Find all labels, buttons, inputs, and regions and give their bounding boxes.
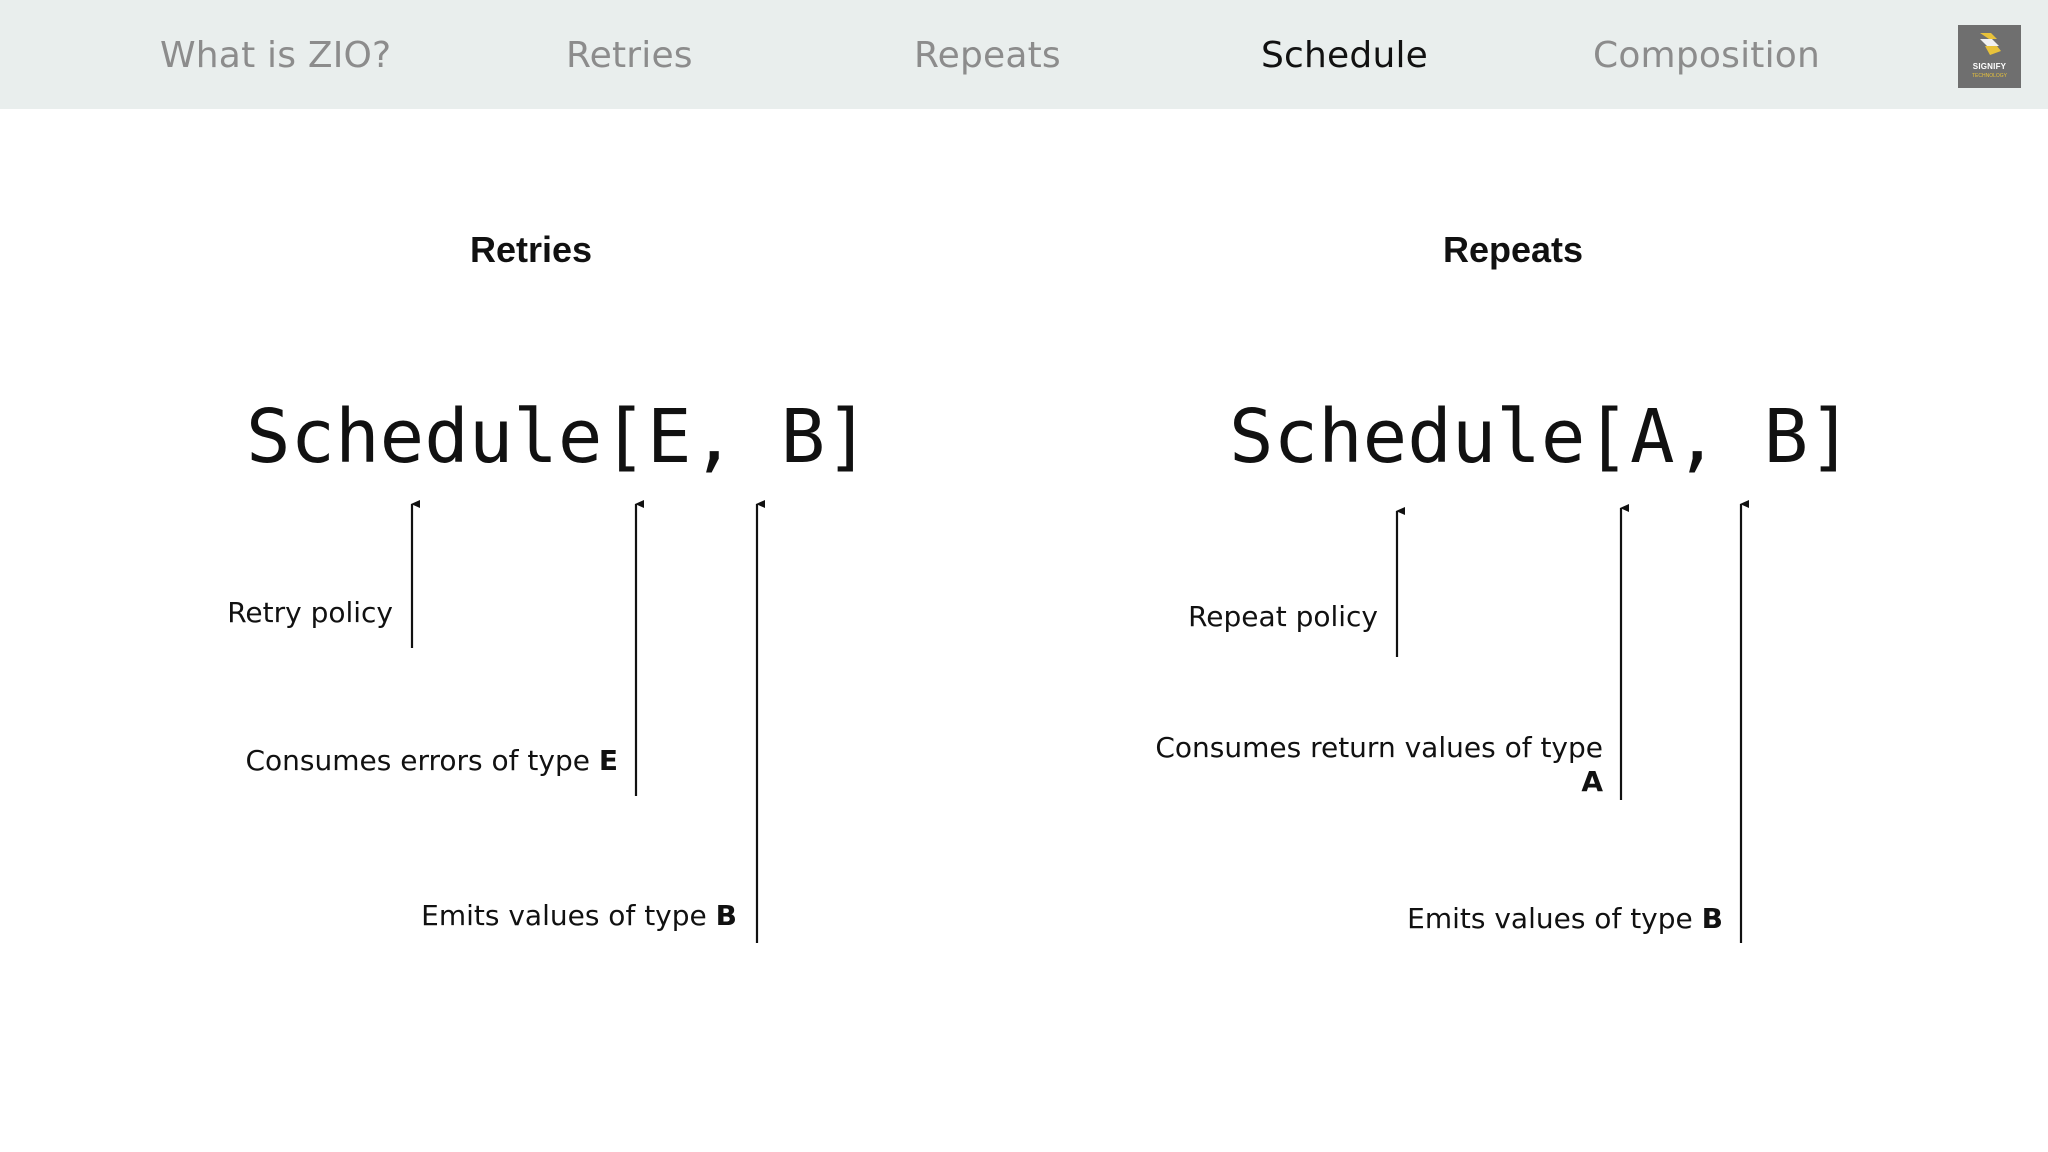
repeats-emits-type: B xyxy=(1701,902,1723,935)
retries-consumes-text: Consumes errors of type xyxy=(245,744,599,777)
nav-item-repeats[interactable]: Repeats xyxy=(914,35,1061,76)
signify-logo: SIGNIFY TECHNOLOGY xyxy=(1958,25,2021,88)
nav-item-what-is-zio[interactable]: What is ZIO? xyxy=(160,35,392,76)
logo-text: SIGNIFY xyxy=(1972,62,2007,71)
repeats-schedule-type: Schedule[A, B] xyxy=(1229,394,1853,480)
retries-heading: Retries xyxy=(470,229,593,270)
repeats-consumes-type: A xyxy=(1581,765,1603,798)
retries-policy-label: Retry policy xyxy=(227,596,393,629)
nav-item-composition[interactable]: Composition xyxy=(1593,35,1821,76)
retries-emits-text: Emits values of type xyxy=(421,899,716,932)
logo-subtext: TECHNOLOGY xyxy=(1971,73,2007,79)
retries-consumes-label: Consumes errors of type E xyxy=(245,744,618,778)
repeats-heading: Repeats xyxy=(1443,229,1584,270)
nav-item-retries[interactable]: Retries xyxy=(566,35,693,76)
repeats-policy-label: Repeat policy xyxy=(1188,600,1378,633)
repeats-emits-text: Emits values of type xyxy=(1407,902,1702,935)
top-nav: What is ZIO? Retries Repeats Schedule Co… xyxy=(0,0,2048,109)
signify-logo-icon xyxy=(1980,33,2001,55)
retries-emits-label: Emits values of type B xyxy=(421,899,737,933)
nav-item-schedule[interactable]: Schedule xyxy=(1261,35,1429,76)
retries-schedule-type: Schedule[E, B] xyxy=(246,394,870,480)
repeats-emits-label: Emits values of type B xyxy=(1407,902,1723,936)
repeats-consumes-text: Consumes return values of type xyxy=(1155,731,1603,764)
retries-consumes-type: E xyxy=(598,744,618,777)
retries-emits-type: B xyxy=(715,899,737,932)
